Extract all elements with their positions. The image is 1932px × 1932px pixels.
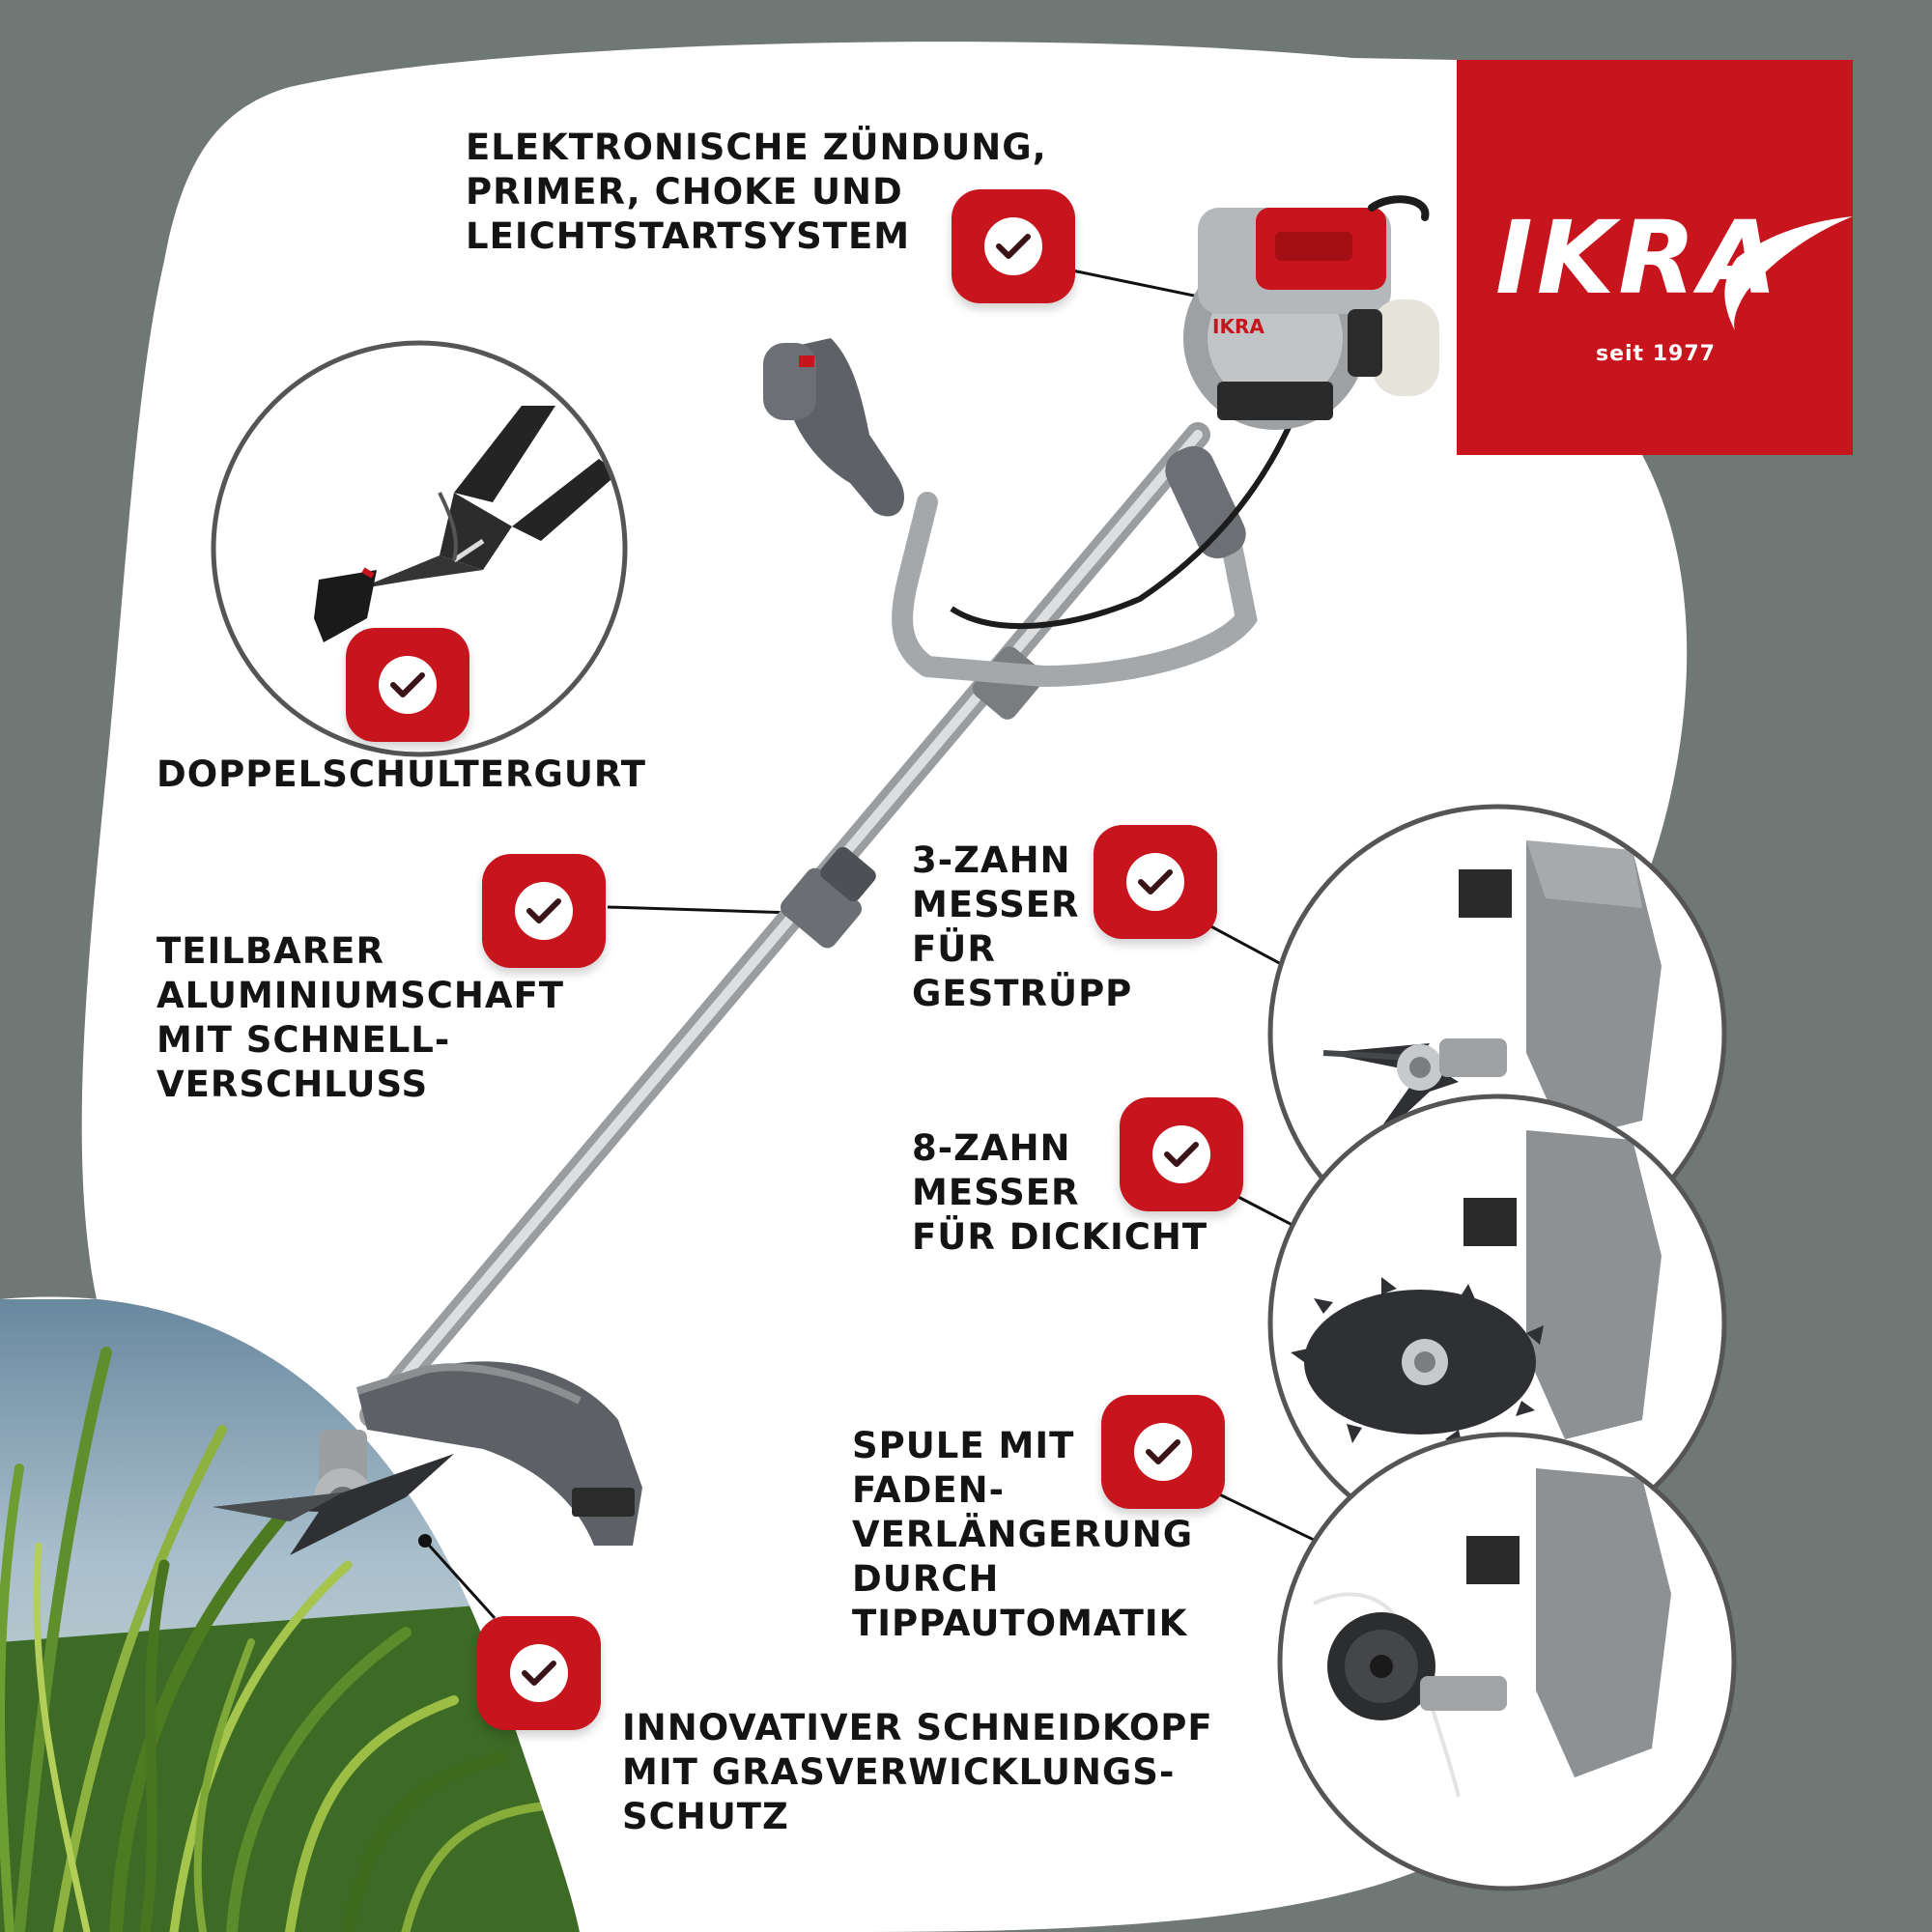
brush-cutter-icon: IKRA xyxy=(213,195,1439,1555)
check-badge-blade3 xyxy=(1094,825,1217,939)
feature-blade3: 3-ZAHN MESSER FÜR GESTRÜPP xyxy=(912,839,1133,1014)
check-icon xyxy=(1164,1142,1199,1167)
feature-harness: DOPPELSCHULTERGURT xyxy=(156,753,647,795)
brand-logo: IKRA seit 1977 xyxy=(1457,60,1853,455)
swoosh-icon xyxy=(1724,216,1853,330)
shoulder-harness-icon xyxy=(211,340,628,757)
brand-tagline: seit 1977 xyxy=(1596,342,1716,366)
check-badge-harness xyxy=(346,628,469,742)
check-icon xyxy=(390,672,425,697)
check-icon xyxy=(522,1661,556,1686)
trimmer-spool-icon xyxy=(1277,1432,1737,1891)
check-badge-head xyxy=(477,1616,601,1730)
check-badge-blade8 xyxy=(1120,1097,1243,1211)
check-icon xyxy=(996,234,1031,259)
check-icon xyxy=(1138,869,1173,895)
feature-spool: SPULE MIT FADEN- VERLÄNGERUNG DURCH TIPP… xyxy=(852,1425,1194,1644)
svg-text:IKRA: IKRA xyxy=(1212,315,1264,338)
check-badge-ignition xyxy=(952,189,1075,303)
check-badge-shaft xyxy=(482,854,606,968)
check-icon xyxy=(1146,1439,1180,1464)
feature-blade8: 8-ZAHN MESSER FÜR DICKICHT xyxy=(912,1127,1208,1258)
check-badge-spool xyxy=(1101,1395,1225,1509)
feature-cutting-head: INNOVATIVER SCHNEIDKOPF MIT GRASVERWICKL… xyxy=(622,1707,1213,1837)
check-icon xyxy=(526,898,561,923)
feature-shaft: TEILBARER ALUMINIUMSCHAFT MIT SCHNELL- V… xyxy=(156,930,565,1105)
feature-ignition: ELEKTRONISCHE ZÜNDUNG, PRIMER, CHOKE UND… xyxy=(466,127,1047,257)
eight-tooth-blade-icon xyxy=(1267,1094,1727,1553)
